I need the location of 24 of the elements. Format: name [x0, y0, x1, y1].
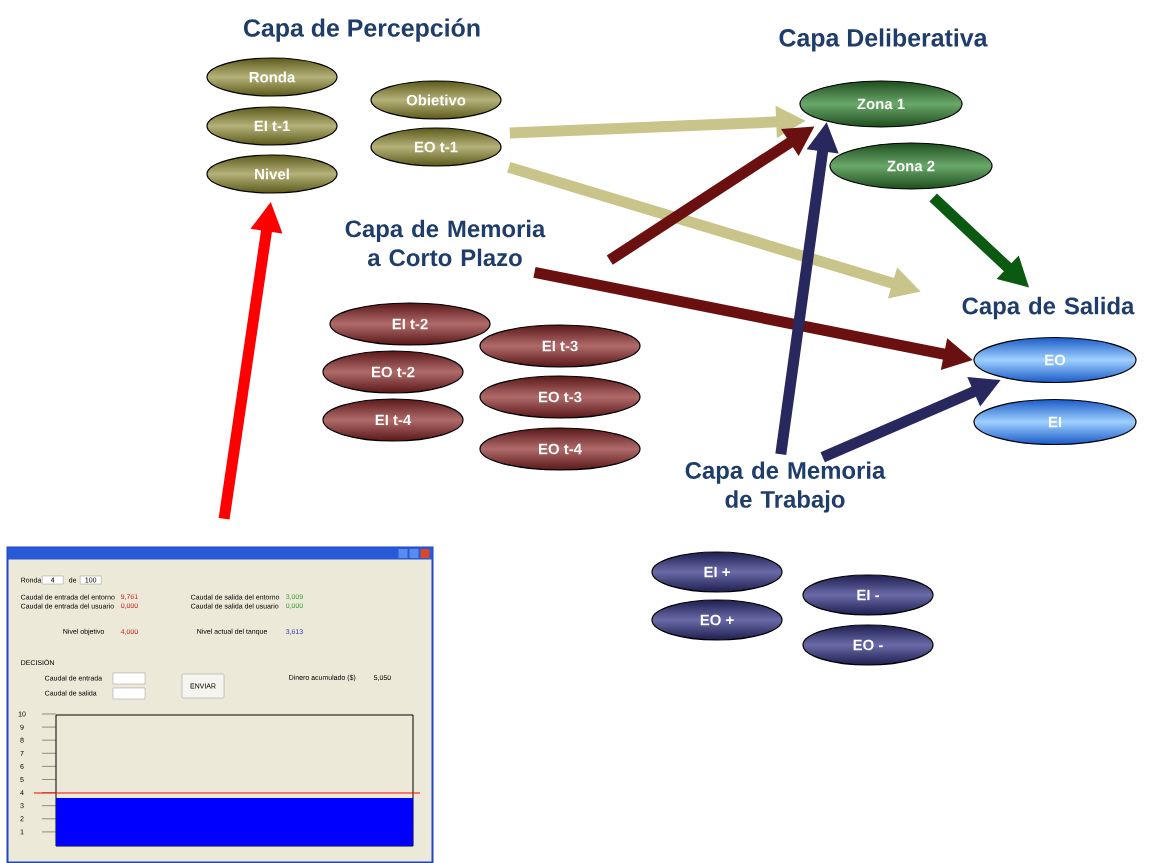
ellipse-node: EI	[973, 398, 1137, 446]
ellipse-node: EI t-2	[329, 302, 491, 346]
ellipse-node: EI +	[651, 551, 783, 593]
ellipse-node: EI t-1	[206, 106, 338, 146]
ellipse-node: EI t-4	[322, 398, 464, 442]
ellipse-node: EI t-3	[479, 324, 641, 368]
ellipse-node: EO t-2	[322, 350, 464, 394]
ellipse-node: Obietivo	[370, 80, 502, 120]
ellipse-node: Zona 1	[799, 80, 963, 128]
ellipse-node: EO -	[802, 624, 934, 666]
ellipse-node: EO +	[651, 599, 783, 641]
layer-title: Capa Deliberativa	[779, 28, 988, 52]
layer-title: Capa de Percepción	[244, 18, 480, 42]
ellipse-node: Nivel	[206, 154, 338, 194]
ellipse-node: EO t-4	[479, 427, 641, 471]
ellipse-node: Zona 2	[829, 142, 993, 190]
layer-title: Capa de Memoria de Trabajo	[685, 461, 886, 513]
ellipse-node: Ronda	[206, 57, 338, 97]
ellipse-node: EO t-1	[370, 127, 502, 167]
ellipse-node: EI -	[802, 574, 934, 616]
layer-title: Capa de Memoria a Corto Plazo	[345, 219, 546, 267]
layer-title: Capa de Salida	[962, 296, 1135, 320]
ellipse-node: EO	[973, 336, 1137, 384]
ellipse-node: EO t-3	[479, 375, 641, 419]
